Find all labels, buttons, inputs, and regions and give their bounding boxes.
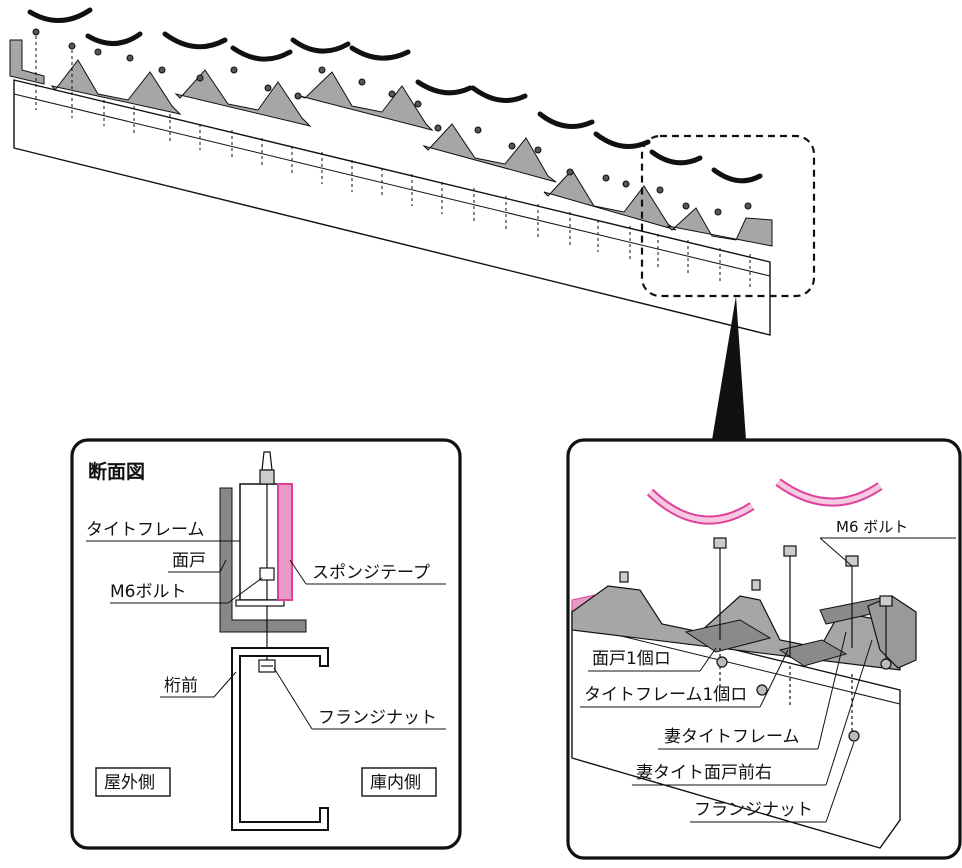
callout-pointer (712, 296, 746, 440)
detail-label-gable-face-door: 妻タイト面戸前右 (636, 763, 772, 783)
tight-frame-block (239, 483, 281, 601)
face-door-angle (219, 487, 307, 633)
sponge-arcs-overview (27, 7, 763, 184)
label-face-door: 面戸 (172, 551, 206, 571)
sponge-tape (277, 483, 293, 601)
label-purlin: 桁前 (164, 676, 198, 696)
label-tight-frame: タイトフレーム (86, 520, 205, 540)
detail-label-flange-nut: フランジナット (694, 800, 813, 820)
detail-label-gable-tight-frame: 妻タイトフレーム (664, 727, 800, 747)
detail-label-bolt: M6 ボルト (836, 518, 908, 536)
purlin-channel (231, 647, 329, 831)
label-flange-nut: フランジナット (318, 708, 437, 728)
label-bolt: M6ボルト (110, 582, 186, 602)
detail-view-panel: M6 ボルト 面戸1個ロ タイトフレーム1個ロ 妻タイトフレーム 妻タイト面戸前… (566, 438, 962, 860)
label-indoor-side: 庫内側 (370, 773, 421, 793)
section-title: 断面図 (88, 460, 145, 483)
label-outdoor-side: 屋外側 (104, 773, 155, 793)
section-view-panel: 断面図 タイトフレーム 面戸 M6ボルト スポンジテープ 桁前 フランジナット … (70, 438, 462, 850)
label-sponge-tape: スポンジテープ (312, 563, 430, 583)
eave-beam (13, 79, 771, 336)
detail-label-face-door-one: 面戸1個ロ (592, 649, 671, 669)
overview-assembly (9, 7, 816, 336)
detail-label-tight-frame-one: タイトフレーム1個ロ (584, 685, 747, 705)
detail-callout-box (640, 134, 816, 298)
face-door-plates (684, 597, 881, 667)
detail-beam (571, 609, 901, 849)
bolts-overview (32, 28, 752, 288)
bolts-detail (619, 537, 893, 742)
bolt-section (258, 451, 276, 673)
